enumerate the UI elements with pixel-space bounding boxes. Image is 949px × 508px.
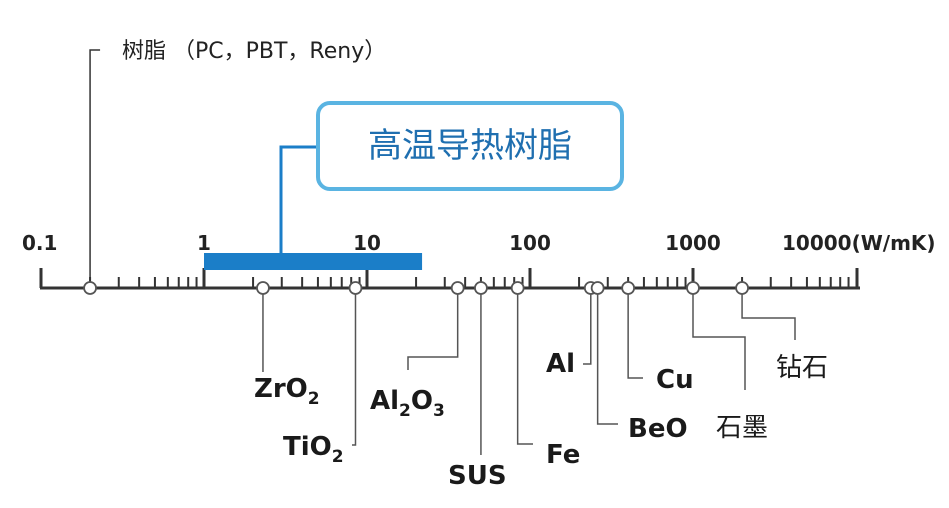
- leader-al: [583, 288, 592, 365]
- tick-label-1000: 1000: [665, 231, 721, 255]
- label-cu: Cu: [656, 365, 694, 395]
- tick-label-10: 10: [353, 231, 381, 255]
- high-temp-resin-range-bar: [204, 253, 423, 270]
- callout-connector: [279, 145, 318, 253]
- label-graphite: 石墨: [716, 413, 768, 443]
- resin-label: 树脂 （PC，PBT，Reny）: [122, 39, 386, 64]
- axis-ticks: [39, 268, 859, 288]
- label-beo: BeO: [628, 414, 688, 444]
- callout-box: [316, 101, 624, 191]
- marker-dot-diamond: [735, 281, 749, 295]
- label-fe: Fe: [546, 440, 580, 470]
- tick-label-0.1: 0.1: [22, 231, 57, 255]
- marker-dot-fe: [510, 281, 525, 295]
- axis-unit-label: 10000(W/mK): [782, 231, 936, 255]
- leader-diamond: [741, 288, 796, 340]
- marker-dot-graphite: [686, 281, 700, 295]
- leader-fe: [516, 288, 533, 445]
- marker-dot-zro2: [256, 281, 270, 295]
- marker-dot-al2o3: [450, 281, 465, 295]
- leader-beo: [596, 288, 618, 425]
- marker-dot-sus: [474, 281, 488, 295]
- resin-marker-dot: [83, 281, 97, 295]
- callout-label: 高温导热树脂: [368, 126, 572, 166]
- leader-tio2: [352, 288, 357, 446]
- label-al: Al: [546, 349, 575, 379]
- label-tio2: TiO2: [283, 432, 344, 467]
- leader-graphite: [692, 288, 746, 390]
- resin-leader-line: [89, 49, 101, 288]
- leader-al2o3: [407, 288, 459, 370]
- marker-dot-beo: [590, 281, 605, 295]
- resin-marker: 树脂 （PC，PBT，Reny）: [89, 39, 386, 288]
- label-zro2: ZrO2: [254, 374, 320, 409]
- marker-dot-cu: [621, 281, 636, 295]
- tick-label-1: 1: [197, 231, 211, 255]
- axis-markers: [83, 281, 749, 295]
- label-sus: SUS: [448, 461, 507, 491]
- tick-label-100: 100: [509, 231, 551, 255]
- label-al2o3: Al2O3: [370, 386, 445, 421]
- label-diamond: 钻石: [776, 353, 828, 383]
- marker-dot-tio2: [348, 281, 363, 295]
- leader-cu: [627, 288, 643, 379]
